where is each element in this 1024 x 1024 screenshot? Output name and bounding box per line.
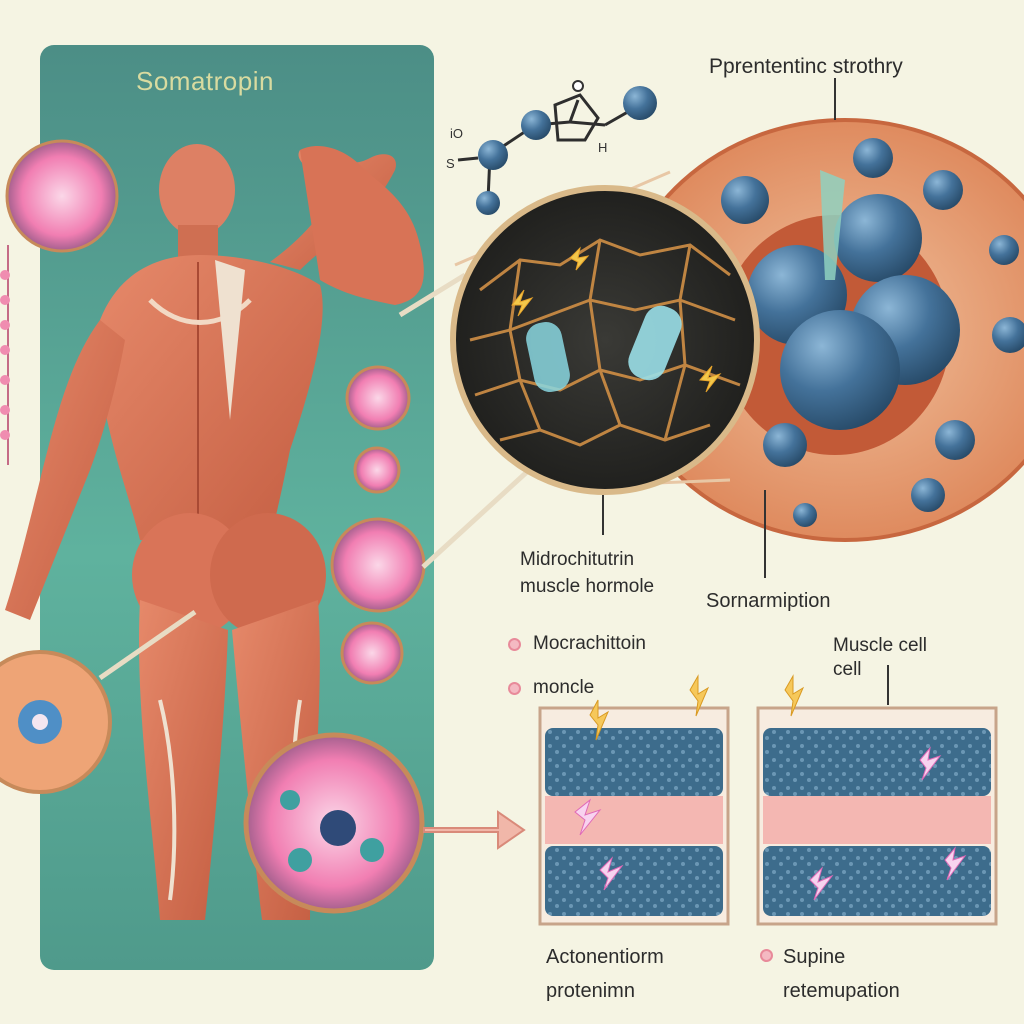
cell-thumb-5 (340, 621, 404, 685)
micro-label-line1: Midrochitutrin (520, 549, 635, 570)
micro-label-line2: muscle hormole (520, 576, 655, 597)
pink-chain-decoration (0, 245, 10, 465)
cell-thumb-3 (353, 446, 401, 494)
bottom-left-label: Actonentiorm protenimn (546, 940, 726, 1008)
legend-label: moncle (533, 677, 595, 698)
legend-dot-icon (508, 681, 521, 695)
bottom-right-line2: retemupation (783, 980, 900, 1002)
cell-thumb-2 (345, 365, 411, 431)
bottom-left-line1: Actonentiorm (546, 946, 664, 968)
bottom-right-label: Supine retemupation (760, 940, 900, 1008)
bottom-right-dot-icon (760, 949, 773, 962)
cellular-zoom-view (450, 185, 760, 495)
cell-thumbnails (0, 139, 426, 914)
legend-dot-icon (508, 637, 521, 651)
muscle-panel-left (538, 674, 730, 926)
muscle-cell-label: Muscle cell cell (833, 634, 993, 682)
muscle-panel-right (756, 674, 998, 926)
molecule-icon (457, 80, 657, 215)
legend-label: Mocrachittoin (533, 633, 646, 654)
somar-label: Sornarmiption (706, 590, 831, 612)
legend-item-2: moncle (508, 677, 594, 699)
arrow-icon (423, 810, 526, 850)
muscle-cell-line2: cell (833, 659, 862, 680)
connector-lines (98, 272, 542, 681)
top-right-label: Pprententinc strothry (709, 55, 903, 78)
micro-label: Midrochitutrin muscle hormole (520, 546, 720, 600)
muscle-cell-line1: Muscle cell (833, 635, 927, 656)
legend-item-1: Mocrachittoin (508, 633, 646, 655)
bottom-left-line2: protenimn (546, 980, 635, 1002)
bottom-right-line1: Supine (783, 946, 846, 968)
cell-thumb-1 (5, 139, 119, 253)
lightning-icon (510, 246, 722, 393)
molecule-label-s: S (446, 156, 455, 171)
molecule-label-o: iO (450, 126, 463, 141)
panel-title: Somatropin (136, 66, 274, 96)
molecule-label-h: H (598, 140, 608, 155)
cell-thumb-4 (330, 517, 426, 613)
